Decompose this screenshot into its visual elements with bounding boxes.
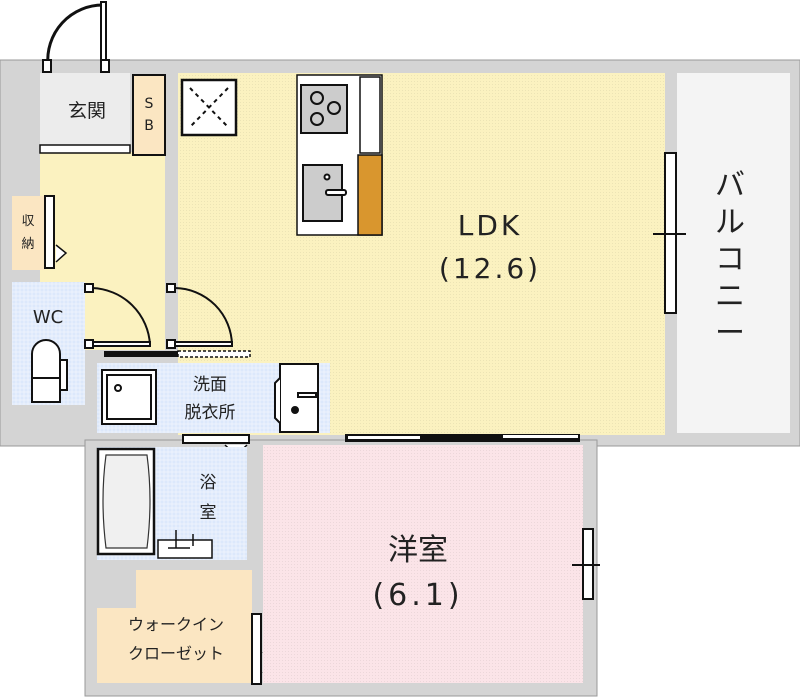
stove-icon (300, 84, 348, 134)
svg-text:ル: ル (715, 205, 745, 240)
entrance-room (40, 73, 130, 145)
walk-in-closet (97, 608, 252, 683)
bathroom-door[interactable] (182, 434, 250, 444)
sink-icon (302, 164, 347, 222)
shoebox (132, 74, 166, 156)
wc-label: WC (33, 307, 63, 328)
washing-machine-icon (101, 369, 157, 425)
wc-door[interactable] (84, 283, 151, 349)
bathroom-label-1: 浴 (200, 473, 217, 493)
washroom-label-1: 洗面 (193, 375, 227, 395)
ldk-window[interactable] (653, 152, 686, 314)
ldk-size: (12.6) (439, 252, 541, 285)
western-room-size: (6.1) (372, 578, 463, 613)
shoebox-label-s: S (145, 96, 154, 112)
storage-label-2: 納 (21, 237, 34, 252)
entrance-label: 玄関 (68, 100, 106, 122)
shoebox-label-b: B (144, 118, 154, 134)
walk-in-closet-label-2: クローゼット (128, 644, 224, 663)
svg-text:バ: バ (715, 168, 745, 203)
hallway-lower (85, 270, 165, 350)
kitchen-counter (296, 74, 383, 236)
bathroom-label-2: 室 (200, 503, 217, 523)
entrance-door[interactable] (42, 1, 110, 73)
washroom-label-2: 脱衣所 (185, 403, 236, 423)
bathtub-icon (96, 447, 156, 556)
svg-text:ー: ー (715, 316, 745, 351)
faucet-icon (157, 530, 213, 559)
svg-text:コ: コ (715, 242, 745, 277)
ldk-name: LDK (458, 209, 523, 242)
storage-door[interactable] (44, 195, 55, 269)
balcony-label: バ ル コ ニ ー (715, 168, 745, 351)
western-room-window[interactable] (572, 528, 600, 600)
storage-closet (12, 196, 45, 270)
washbasin-icon (274, 363, 319, 433)
balcony (677, 73, 790, 433)
western-room-sliding-door[interactable] (345, 434, 580, 442)
washroom-sliding-door[interactable] (104, 351, 178, 357)
hallway (40, 152, 165, 285)
ldk-door[interactable] (166, 283, 233, 349)
ventilation-icon (180, 78, 238, 137)
storage-label-1: 収 (21, 214, 34, 229)
svg-text:ニ: ニ (715, 279, 745, 314)
toilet-icon (31, 339, 68, 403)
western-room-name: 洋室 (388, 533, 448, 568)
walk-in-closet-label-1: ウォークイン (128, 615, 224, 634)
walk-in-closet-door[interactable] (251, 613, 262, 685)
